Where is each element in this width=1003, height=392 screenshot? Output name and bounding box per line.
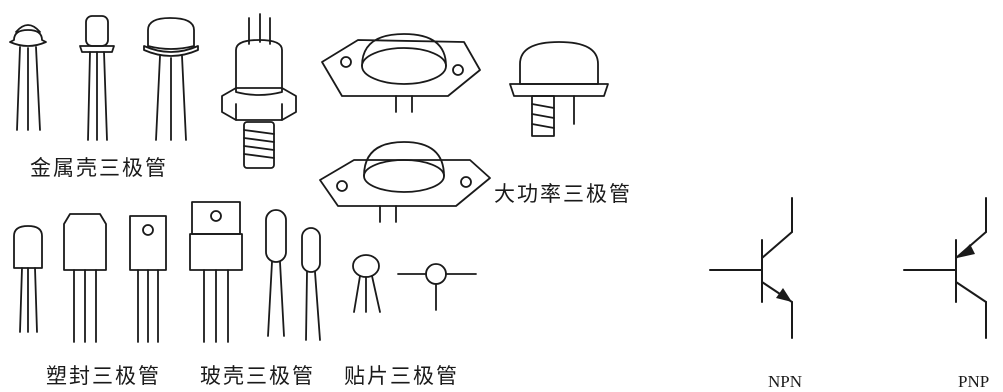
plastic-to220-small-transistor (129, 215, 167, 343)
npn-symbol (709, 197, 793, 339)
high-power-label: 大功率三极管 (494, 182, 632, 206)
plastic-to126-transistor (63, 213, 107, 343)
pnp-label: PNP (958, 372, 990, 391)
pnp-symbol (903, 197, 987, 339)
metal-can-transistor-2 (79, 15, 115, 141)
stud-mount-transistor (221, 13, 297, 169)
smd-label: 贴片三极管 (344, 364, 459, 388)
glass-label: 玻壳三极管 (200, 364, 315, 388)
to220-transistor (189, 201, 243, 343)
npn-emitter-arrow (776, 288, 792, 302)
npn-label: NPN (768, 372, 803, 391)
large-can-transistor (509, 41, 609, 137)
to3-transistor-top (321, 33, 481, 113)
glass-transistor-1 (265, 209, 287, 337)
to3-transistor-bottom (319, 141, 491, 223)
smd-transistor-2 (397, 263, 477, 311)
plastic-to92-transistor (13, 225, 43, 333)
metal-can-label: 金属壳三极管 (30, 156, 168, 180)
smd-transistor-1 (352, 254, 381, 313)
plastic-label: 塑封三极管 (46, 364, 161, 388)
metal-can-transistor-3 (143, 17, 199, 141)
metal-can-transistor-1 (9, 24, 47, 131)
pnp-emitter-arrow (957, 244, 975, 258)
glass-transistor-2 (301, 227, 321, 341)
